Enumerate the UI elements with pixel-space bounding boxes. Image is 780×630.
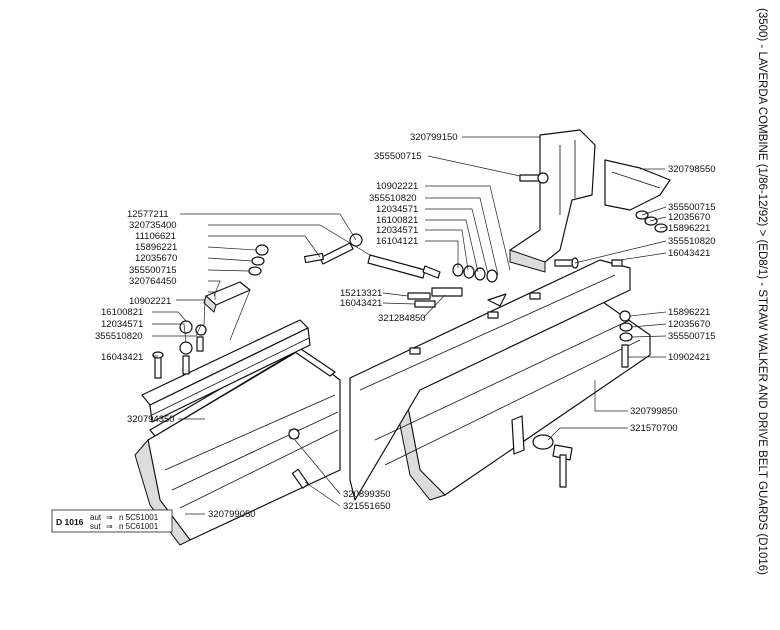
part-label: 15896221 [668,307,710,318]
left-guard-drawing [134,244,341,546]
serial-arrow: ⇒ [106,513,113,522]
part-label: 16104121 [376,236,418,247]
part-label: 320799150 [410,132,458,143]
part-label: 320794350 [127,414,175,425]
part-label: 320735400 [129,220,177,231]
part-label: 11106621 [135,231,176,242]
part-label: 16043421 [668,248,710,259]
page-title: (3500) - LAVERDA COMBINE (1/86-12/92) > … [756,8,768,575]
part-label: 320798550 [668,164,716,175]
part-label: 321284850 [378,313,426,324]
part-label: 16043421 [340,298,382,309]
right-guard-drawing [349,259,651,501]
part-label: 12577211 [127,209,169,220]
part-label: 16100821 [376,215,418,226]
part-label: 12034571 [376,225,418,236]
part-label: 355510820 [95,331,143,342]
part-label: 12035670 [135,253,177,264]
part-label: 12034571 [101,319,143,330]
part-label: 12034571 [376,204,418,215]
part-label: 10902421 [668,352,710,363]
part-label: 355510820 [668,236,716,247]
serial-number: n 5C51001 [119,513,159,522]
part-label: 355500715 [129,265,177,276]
part-label: 12035670 [668,319,710,330]
part-label: 15213321 [340,288,382,299]
part-label: 15896221 [668,223,710,234]
part-label: 355500715 [374,151,422,162]
part-labels: 320799150 355500715 320798550 10902221 3… [95,132,716,520]
serial-number: n 5C61001 [119,522,159,531]
serial-prefix: aut [90,513,102,522]
part-label: 10902221 [376,181,418,192]
part-label: 320899350 [343,489,391,500]
part-label: 16043421 [101,352,143,363]
gas-spring-drawing [304,233,441,279]
part-label: 16100821 [101,307,143,318]
diagram-code: D 1016 [56,517,84,527]
upper-brackets-drawing [407,129,671,308]
part-label: 321570700 [630,423,678,434]
part-label: 10902221 [129,296,171,307]
serial-note-box: D 1016 aut ⇒ n 5C51001 sut ⇒ n 5C61001 [51,509,173,533]
part-label: 320799050 [208,509,256,520]
leader-lines [152,136,667,515]
part-label: 15896221 [135,242,177,253]
part-label: 355500715 [668,331,716,342]
part-label: 355500715 [668,202,716,213]
part-label: 355510820 [369,193,417,204]
part-label: 320764450 [129,276,177,287]
part-label: 320799850 [630,406,678,417]
serial-prefix: sut [90,522,101,531]
serial-arrow: ⇒ [106,522,113,531]
part-label: 12035670 [668,212,710,223]
part-label: 321551650 [343,501,391,512]
